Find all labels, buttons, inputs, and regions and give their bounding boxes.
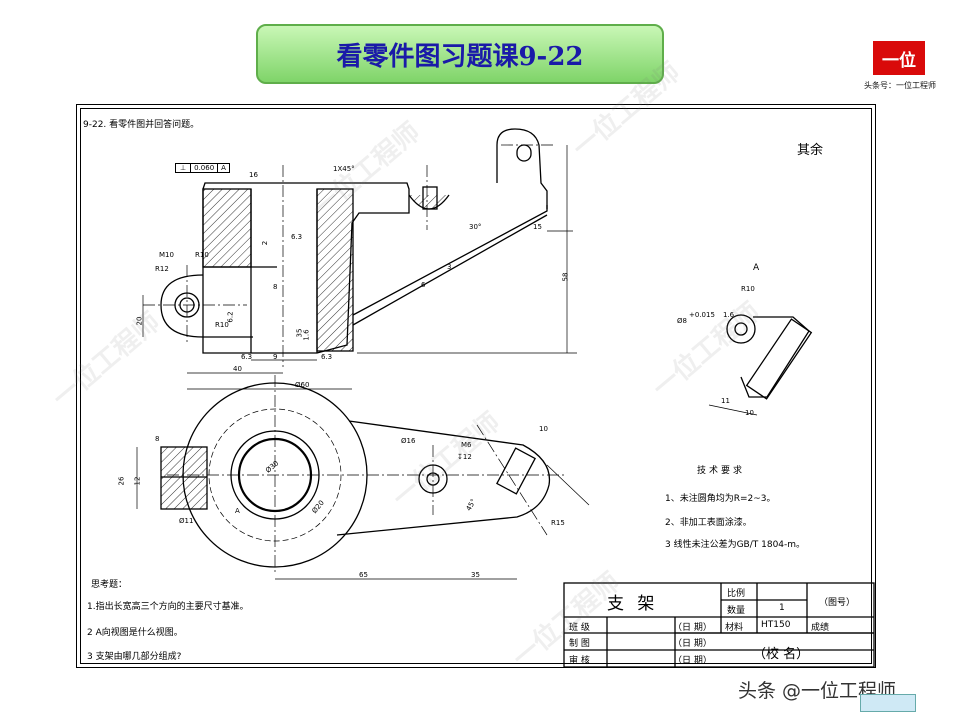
aux-view-circle xyxy=(726,314,756,344)
aux-dim-1-6: 1.6 xyxy=(723,311,735,319)
slide-title-banner: 看零件图习题课9-22 xyxy=(256,24,664,84)
dim-r10-b: R10 xyxy=(215,321,229,329)
dim-6: 6 xyxy=(421,281,426,289)
title-row-date: （日 期） xyxy=(673,623,712,633)
drawing-sheet: 9-22. 看零件图并回答问题。 其余 A ⊥ 0.060 A 1X45° 16… xyxy=(76,104,876,668)
title-row-role: 审 核 xyxy=(569,656,590,666)
title-block-frame xyxy=(563,582,875,668)
brand-subtitle: 头条号：一位工程师 xyxy=(864,81,936,90)
dim-6-2: 6.2 xyxy=(226,311,235,323)
tech-requirement-item: 3 线性未注公差为GB/T 1804-m。 xyxy=(665,540,806,550)
material-label: 材料 xyxy=(725,623,744,633)
title-row-role: 制 图 xyxy=(569,639,590,649)
dim-58: 58 xyxy=(561,272,570,282)
tolerance-datum: A xyxy=(221,164,226,172)
dim-r63-a: 6.3 xyxy=(291,233,303,241)
question-item: 2 A向视图是什么视图。 xyxy=(87,628,183,638)
scale-label: 比例 xyxy=(727,589,746,599)
dim-3: 3 xyxy=(447,263,452,271)
aux-dim-tol: +0.015 xyxy=(689,311,715,319)
tolerance-symbol: ⊥ xyxy=(176,164,192,172)
part-name: 支 架 xyxy=(607,594,659,614)
dim-40: 40 xyxy=(233,365,242,373)
slide-title: 看零件图习题课9-22 xyxy=(336,41,584,72)
dim-65: 65 xyxy=(359,571,368,579)
dim-30deg: 30° xyxy=(469,223,482,231)
title-row-role: 班 级 xyxy=(569,623,590,633)
dim-26: 26 xyxy=(117,476,126,486)
top-view-slot xyxy=(496,447,536,495)
drawing-number: （图号） xyxy=(819,598,856,608)
dim-m6: M6 xyxy=(461,441,472,449)
dim-15: 15 xyxy=(533,223,542,231)
top-view-arm xyxy=(336,420,551,536)
dim-12b: 12 xyxy=(133,476,142,486)
dim-8: 8 xyxy=(273,283,278,291)
footer-credit: 头条 @一位工程师 xyxy=(738,680,897,702)
problem-title: 9-22. 看零件图并回答问题。 xyxy=(83,120,200,130)
top-view-left-lug xyxy=(160,446,208,510)
dim-depth-12: ↧12 xyxy=(457,453,472,461)
title-row-date: （日 期） xyxy=(673,656,712,666)
dim-r10-a: R10 xyxy=(195,251,209,259)
material-value: HT150 xyxy=(761,620,791,630)
dim-9: 9 xyxy=(273,353,278,361)
dim-d16: Ø16 xyxy=(401,437,416,445)
aux-dim-r10: R10 xyxy=(741,285,755,293)
tech-requirement-item: 1、未注圆角均为R=2~3。 xyxy=(665,494,776,504)
left-arm xyxy=(160,274,253,338)
aux-dim-11: 11 xyxy=(721,397,730,405)
dim-d11: Ø11 xyxy=(179,517,194,525)
top-lug xyxy=(496,128,548,209)
aux-view-rib xyxy=(740,316,810,398)
front-left-boss xyxy=(202,188,252,268)
tolerance-frame: ⊥ 0.060 A xyxy=(175,163,230,173)
tolerance-value: 0.060 xyxy=(191,164,219,172)
sheet-inner-border xyxy=(80,108,872,664)
front-rib xyxy=(352,205,548,316)
dim-2: 2 xyxy=(261,240,270,246)
tech-requirements-heading: 技术要求 xyxy=(697,466,746,476)
dim-chamfer: 1X45° xyxy=(333,165,355,173)
school-name: （校 名） xyxy=(753,647,810,662)
part-drawing-svg xyxy=(136,128,875,668)
roughness-rest-label: 其余 xyxy=(797,143,824,158)
question-item: 3 支架由哪几部分组成? xyxy=(87,652,182,662)
aux-dim-10: 10 xyxy=(745,409,754,417)
dim-10: 10 xyxy=(539,425,548,433)
title-row-date: （日 期） xyxy=(673,639,712,649)
dim-r15: R15 xyxy=(551,519,565,527)
question-item: 1.指出长宽高三个方向的主要尺寸基准。 xyxy=(87,602,249,612)
dim-m10: M10 xyxy=(159,251,174,259)
dim-r63-c: 6.3 xyxy=(241,353,253,361)
front-view-outline xyxy=(202,182,410,354)
dim-60: Ø60 xyxy=(295,381,310,389)
aux-dim-d8: Ø8 xyxy=(677,317,687,325)
brand-logo: 一位 xyxy=(873,41,925,75)
questions-heading: 思考题： xyxy=(91,580,128,590)
dim-8-top: 8 xyxy=(155,435,160,443)
qty-value: 1 xyxy=(779,603,785,613)
grade-label: 成绩 xyxy=(811,623,830,633)
qty-label: 数量 xyxy=(727,606,746,616)
dim-1-6: 1.6 xyxy=(302,329,311,341)
dim-r63-b: 6.3 xyxy=(321,353,333,361)
slide-nav-buttons[interactable] xyxy=(860,694,916,712)
dim-35-h: 35 xyxy=(471,571,480,579)
tech-requirement-item: 2、非加工表面涂漆。 xyxy=(665,518,752,528)
dim-r12: R12 xyxy=(155,265,169,273)
datum-a-circle: A xyxy=(235,507,240,515)
dim-r16-top: 16 xyxy=(249,171,258,179)
aux-view-label: A xyxy=(753,263,760,273)
